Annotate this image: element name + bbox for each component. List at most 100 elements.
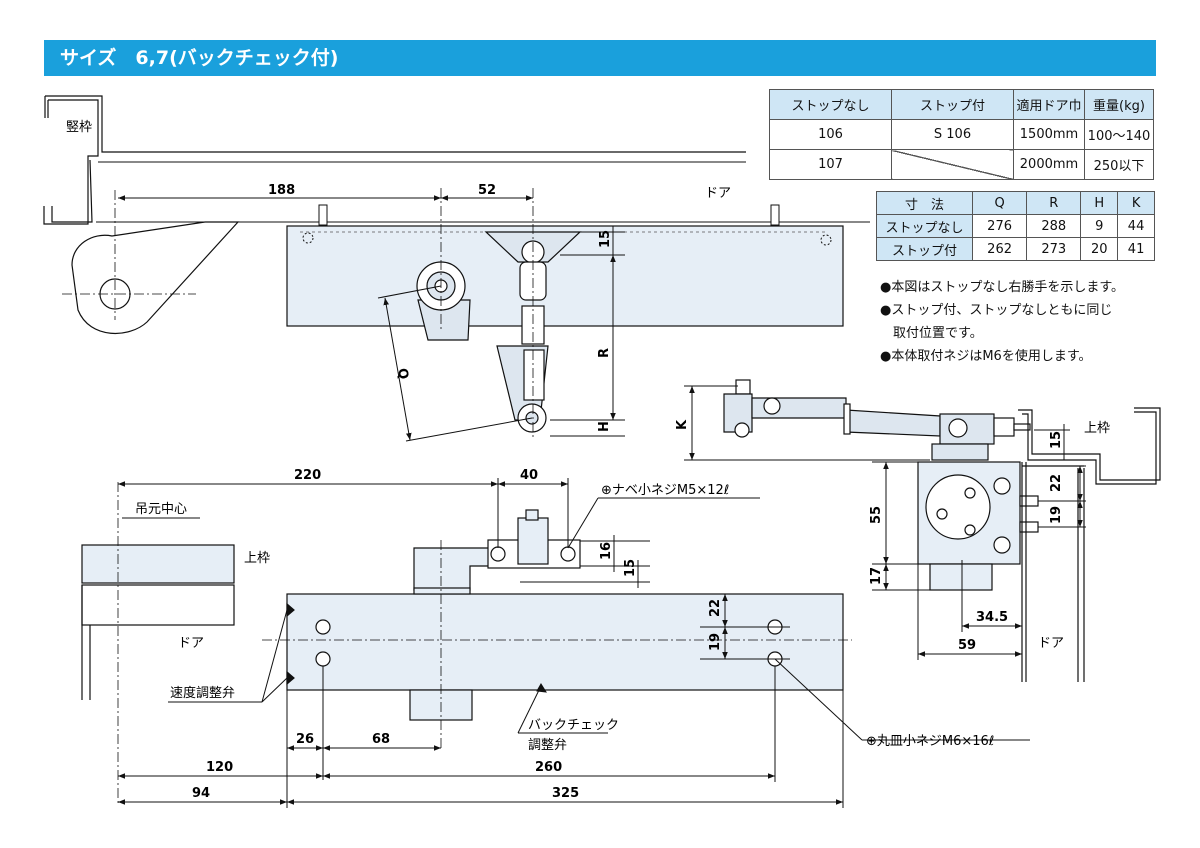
dimension-22-front: 22 bbox=[700, 593, 790, 628]
svg-text:22: 22 bbox=[1049, 474, 1064, 492]
dimension-34.5: 34.5 bbox=[961, 560, 1022, 632]
table-cell: 1500mm bbox=[1013, 119, 1085, 150]
svg-text:⊕ナベ小ネジM5×12ℓ: ⊕ナベ小ネジM5×12ℓ bbox=[601, 483, 729, 498]
table-header-row: 寸 法 Q R H K bbox=[876, 191, 1155, 215]
dimension-325: 325 bbox=[287, 690, 844, 808]
svg-text:52: 52 bbox=[478, 183, 496, 198]
svg-text:260: 260 bbox=[535, 760, 562, 775]
table-cell: 2000mm bbox=[1013, 149, 1085, 180]
table-header: 寸 法 bbox=[876, 191, 973, 215]
dimension-Q: Q bbox=[377, 285, 533, 442]
svg-text:バックチェック: バックチェック bbox=[528, 718, 619, 733]
dimension-68: 68 bbox=[323, 732, 441, 751]
dimension-59: 59 bbox=[917, 564, 1022, 660]
svg-text:K: K bbox=[675, 419, 690, 430]
table-cell: 250以下 bbox=[1084, 149, 1154, 180]
screw-m6-callout: ⊕丸皿小ネジM6×16ℓ bbox=[774, 658, 1030, 749]
page-title: サイズ 6,7(バックチェック付) bbox=[44, 40, 1156, 76]
dimension-55: 55 bbox=[869, 461, 918, 565]
door-label-top: ドア bbox=[705, 186, 731, 201]
note-line: ●本図はストップなし右勝手を示します。 bbox=[880, 280, 1125, 295]
dimension-R: R H bbox=[550, 255, 625, 437]
dimension-16: 16 bbox=[580, 535, 650, 572]
dimension-22-side: 22 bbox=[1038, 465, 1086, 502]
svg-text:Q: Q bbox=[394, 367, 411, 380]
table-header: 適用ドア巾 bbox=[1013, 89, 1085, 120]
backcheck-valve-callout: バックチェック 調整弁 bbox=[517, 683, 619, 753]
note-line: ●ストップ付、ストップなしともに同じ bbox=[880, 303, 1113, 318]
dimension-260: 260 bbox=[323, 666, 776, 782]
uwawaku-label-side: 上枠 bbox=[1084, 421, 1110, 436]
svg-text:15: 15 bbox=[598, 230, 613, 248]
uwawaku-label-bottom: 上枠 bbox=[244, 551, 270, 566]
svg-text:26: 26 bbox=[296, 732, 314, 747]
dimension-19-side: 19 bbox=[1038, 501, 1086, 528]
svg-text:速度調整弁: 速度調整弁 bbox=[170, 685, 235, 701]
dimension-26: 26 bbox=[286, 666, 324, 808]
table-header: ストップ付 bbox=[891, 89, 1014, 120]
svg-text:55: 55 bbox=[869, 506, 884, 524]
svg-text:59: 59 bbox=[958, 638, 976, 653]
arm-assembly-top bbox=[416, 231, 582, 433]
dimension-40: 40 bbox=[498, 468, 569, 548]
svg-text:120: 120 bbox=[206, 760, 233, 775]
tatewaku-label: 竪枠 bbox=[66, 120, 92, 135]
svg-text:15: 15 bbox=[623, 559, 638, 577]
arm-bracket-front bbox=[413, 509, 581, 595]
closer-body-top bbox=[286, 204, 844, 327]
svg-text:H: H bbox=[597, 421, 612, 432]
table-cell: 107 bbox=[769, 149, 892, 180]
dimension-120: 120 bbox=[118, 760, 323, 779]
table-cell: 41 bbox=[1117, 237, 1155, 261]
row-header: ストップ付 bbox=[876, 237, 973, 261]
door-label-bottom: ドア bbox=[178, 636, 204, 651]
hinge-bracket bbox=[71, 221, 240, 334]
svg-text:94: 94 bbox=[192, 786, 210, 801]
dimension-15-front: 15 bbox=[520, 559, 650, 588]
table-cell-empty bbox=[891, 149, 1014, 180]
screw-m5-callout: ⊕ナベ小ネジM5×12ℓ bbox=[567, 483, 760, 549]
dimension-220: 220 bbox=[118, 468, 499, 548]
dimension-K: K bbox=[675, 385, 930, 461]
side-view-body bbox=[917, 461, 1039, 591]
upper-frame-bottom bbox=[81, 544, 235, 700]
svg-text:34.5: 34.5 bbox=[976, 610, 1008, 625]
table-header: Q bbox=[971, 191, 1028, 215]
notes: ●本図はストップなし右勝手を示します。 ●ストップ付、ストップなしともに同じ 取… bbox=[880, 276, 1124, 368]
svg-text:17: 17 bbox=[869, 567, 884, 585]
svg-text:68: 68 bbox=[372, 732, 390, 747]
svg-text:40: 40 bbox=[520, 468, 538, 483]
svg-text:調整弁: 調整弁 bbox=[528, 738, 567, 753]
svg-text:22: 22 bbox=[708, 599, 723, 617]
table-header: 重量(kg) bbox=[1084, 89, 1154, 120]
frame-profile bbox=[43, 95, 746, 225]
table-header-row: ストップなし ストップ付 適用ドア巾 重量(kg) bbox=[769, 89, 1154, 120]
note-line: ●本体取付ネジはM6を使用します。 bbox=[880, 349, 1092, 364]
svg-text:325: 325 bbox=[552, 786, 579, 801]
table-header: K bbox=[1117, 191, 1155, 215]
svg-text:19: 19 bbox=[708, 633, 723, 651]
side-view-arm bbox=[723, 379, 1031, 461]
dimension-15-side: 15 bbox=[1034, 424, 1070, 460]
table-cell: 44 bbox=[1117, 214, 1155, 238]
table-cell: S 106 bbox=[891, 119, 1014, 150]
dimension-table: 寸 法 Q R H K ストップなし 276 288 9 44 ストップ付 26… bbox=[876, 191, 1155, 261]
svg-text:16: 16 bbox=[599, 542, 614, 560]
dimension-17: 17 bbox=[869, 564, 930, 591]
table-cell: 273 bbox=[1026, 237, 1082, 261]
svg-text:220: 220 bbox=[294, 468, 321, 483]
model-spec-table: ストップなし ストップ付 適用ドア巾 重量(kg) 106 S 106 1500… bbox=[769, 89, 1154, 180]
dimension-52: 52 bbox=[441, 183, 533, 201]
svg-text:15: 15 bbox=[1049, 431, 1064, 449]
door-label-side: ドア bbox=[1038, 636, 1064, 651]
row-header: ストップなし bbox=[876, 214, 973, 238]
table-row: ストップなし 276 288 9 44 bbox=[876, 214, 1155, 238]
table-row: ストップ付 262 273 20 41 bbox=[876, 237, 1155, 261]
table-cell: 20 bbox=[1080, 237, 1119, 261]
table-row: 106 S 106 1500mm 100〜140 bbox=[769, 119, 1154, 150]
dimension-188: 188 bbox=[118, 183, 441, 201]
tsurimoto-label: 吊元中心 bbox=[135, 502, 187, 517]
note-line: 取付位置です。 bbox=[880, 326, 983, 341]
dimension-94: 94 bbox=[118, 786, 287, 805]
